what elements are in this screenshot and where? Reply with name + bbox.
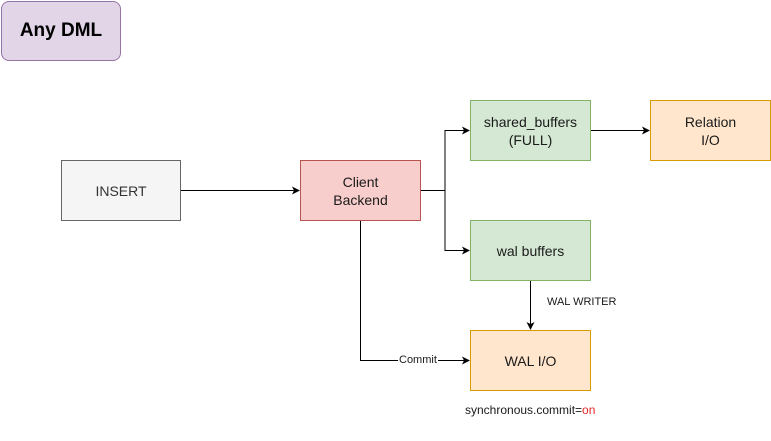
edge-client-to-wal-buffers <box>444 190 470 255</box>
edge-client-to-shared-buffers <box>421 126 470 191</box>
shared-buffers-node: shared_buffers (FULL) <box>470 100 591 161</box>
edge-client-to-wal-io-commit <box>360 221 470 365</box>
insert-node: INSERT <box>61 160 181 221</box>
client-backend-node: Client Backend <box>300 160 421 221</box>
commit-edge-label: Commit <box>398 354 438 367</box>
synchronous-commit-value: on <box>582 403 596 417</box>
relation-io-node: Relation I/O <box>650 100 771 161</box>
synchronous-commit-key: synchronous.commit= <box>465 403 583 417</box>
synchronous-commit-note: synchronous.commit=on <box>465 403 595 417</box>
diagram-title: Any DML <box>1 1 121 61</box>
wal-writer-edge-label: WAL WRITER <box>547 296 617 308</box>
wal-io-node: WAL I/O <box>470 330 591 391</box>
wal-buffers-node: wal buffers <box>470 220 591 281</box>
